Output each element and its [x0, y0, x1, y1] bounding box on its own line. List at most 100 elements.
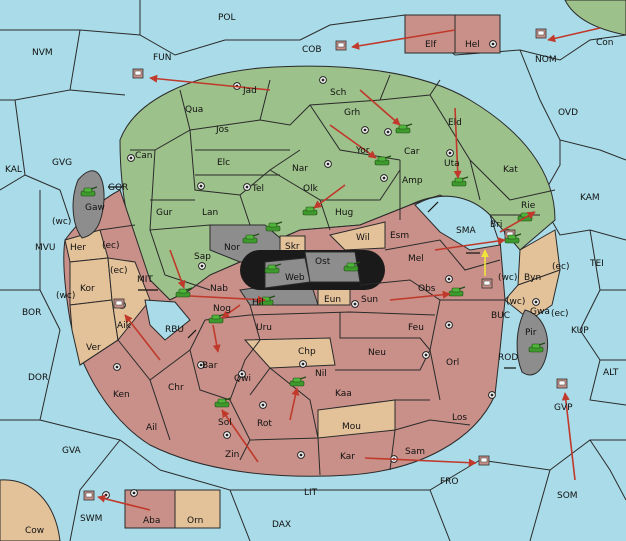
- svg-text:OVD: OVD: [558, 108, 578, 118]
- svg-text:Gwa: Gwa: [530, 307, 550, 317]
- svg-text:Tel: Tel: [251, 184, 264, 194]
- svg-text:GVP: GVP: [554, 403, 573, 413]
- svg-text:Uru: Uru: [256, 323, 272, 333]
- svg-text:BUC: BUC: [491, 311, 510, 321]
- sea-rbu[interactable]: [144, 299, 191, 341]
- svg-text:Nil: Nil: [315, 369, 327, 379]
- province-pir[interactable]: [516, 309, 549, 376]
- svg-text:(ec): (ec): [110, 266, 128, 276]
- svg-text:Eld: Eld: [448, 118, 462, 128]
- svg-text:Aik: Aik: [117, 321, 132, 331]
- province-chp[interactable]: [243, 337, 336, 369]
- svg-text:Jad: Jad: [242, 86, 257, 96]
- svg-text:Eun: Eun: [324, 295, 341, 305]
- svg-text:ALT: ALT: [603, 368, 619, 378]
- svg-text:Yor: Yor: [355, 146, 370, 156]
- svg-text:Uta: Uta: [444, 159, 460, 169]
- svg-text:(ec): (ec): [102, 241, 120, 251]
- svg-text:Qua: Qua: [185, 105, 203, 115]
- svg-text:Olk: Olk: [303, 184, 319, 194]
- sea-sma[interactable]: [414, 195, 501, 251]
- svg-text:(wc): (wc): [56, 291, 75, 301]
- svg-text:(wc): (wc): [506, 297, 525, 307]
- connectors: [108, 186, 516, 369]
- svg-text:Grh: Grh: [344, 108, 360, 118]
- svg-text:Web: Web: [285, 273, 305, 283]
- svg-text:Aba: Aba: [143, 516, 160, 526]
- svg-text:Mou: Mou: [342, 422, 361, 432]
- svg-text:Byn: Byn: [524, 273, 541, 283]
- svg-text:SMA: SMA: [456, 226, 476, 236]
- svg-text:Sun: Sun: [361, 295, 378, 305]
- svg-text:Chp: Chp: [298, 347, 316, 357]
- svg-text:Mel: Mel: [408, 254, 424, 264]
- svg-text:Rot: Rot: [257, 419, 272, 429]
- svg-text:Kat: Kat: [503, 165, 518, 175]
- svg-text:Her: Her: [70, 243, 86, 253]
- svg-text:(ec): (ec): [552, 262, 570, 272]
- svg-text:Elf: Elf: [425, 40, 437, 50]
- svg-text:(ec): (ec): [551, 309, 569, 319]
- svg-text:RBU: RBU: [165, 325, 184, 335]
- province-orn[interactable]: [174, 489, 221, 529]
- svg-text:DOR: DOR: [28, 373, 48, 383]
- order-arrows: [97, 27, 601, 511]
- svg-text:Ost: Ost: [315, 257, 331, 267]
- province-borders: [79, 74, 556, 476]
- svg-text:Gur: Gur: [156, 208, 173, 218]
- svg-text:Nar: Nar: [292, 164, 308, 174]
- svg-text:Bar: Bar: [202, 361, 218, 371]
- svg-text:Nog: Nog: [213, 304, 231, 314]
- svg-text:Bri: Bri: [490, 220, 502, 230]
- province-kor[interactable]: [69, 257, 113, 306]
- svg-text:NOM: NOM: [535, 55, 557, 65]
- svg-text:Obs: Obs: [418, 284, 436, 294]
- svg-text:Ail: Ail: [146, 423, 157, 433]
- svg-text:Pir: Pir: [525, 328, 537, 338]
- svg-text:Rie: Rie: [521, 201, 536, 211]
- svg-text:GVG: GVG: [52, 158, 72, 168]
- svg-text:GOR: GOR: [108, 183, 128, 193]
- svg-text:TEI: TEI: [589, 259, 604, 269]
- svg-text:KUP: KUP: [571, 326, 589, 336]
- svg-text:POL: POL: [218, 13, 236, 23]
- svg-text:Qwi: Qwi: [234, 374, 251, 384]
- svg-text:Car: Car: [404, 147, 420, 157]
- svg-text:ROD: ROD: [498, 353, 518, 363]
- svg-text:(wc): (wc): [498, 273, 517, 283]
- svg-text:Hil: Hil: [252, 298, 264, 308]
- svg-text:Gaw: Gaw: [85, 203, 105, 213]
- svg-text:KAL: KAL: [5, 165, 22, 175]
- svg-text:MIT: MIT: [137, 275, 153, 285]
- svg-text:Nor: Nor: [224, 243, 240, 253]
- svg-text:Sap: Sap: [194, 252, 211, 262]
- svg-text:Feu: Feu: [408, 323, 424, 333]
- province-aik[interactable]: [107, 257, 151, 342]
- svg-text:GVA: GVA: [62, 446, 82, 456]
- svg-text:MVU: MVU: [35, 243, 56, 253]
- svg-text:COB: COB: [302, 45, 322, 55]
- svg-text:Con: Con: [596, 38, 614, 48]
- svg-text:Neu: Neu: [368, 348, 386, 358]
- svg-text:(wc): (wc): [52, 217, 71, 227]
- svg-text:Skr: Skr: [285, 242, 300, 252]
- svg-text:Los: Los: [452, 413, 467, 423]
- svg-text:Sam: Sam: [405, 447, 425, 457]
- svg-text:Ken: Ken: [113, 390, 130, 400]
- map-labels: POL NVM FUN COB Elf Hel NOM Con OVD KAL …: [5, 13, 619, 536]
- svg-text:Sch: Sch: [330, 88, 346, 98]
- svg-text:Wil: Wil: [356, 233, 370, 243]
- svg-text:Jos: Jos: [215, 125, 229, 135]
- svg-text:Chr: Chr: [168, 383, 184, 393]
- svg-text:Ver: Ver: [86, 343, 101, 353]
- svg-text:DAX: DAX: [272, 520, 291, 530]
- province-ost[interactable]: [304, 251, 361, 283]
- svg-text:Lan: Lan: [202, 208, 218, 218]
- svg-text:Amp: Amp: [402, 176, 423, 186]
- svg-text:SOM: SOM: [557, 491, 578, 501]
- svg-text:Kar: Kar: [340, 452, 355, 462]
- svg-text:Hel: Hel: [465, 40, 480, 50]
- province-wil[interactable]: [329, 221, 386, 251]
